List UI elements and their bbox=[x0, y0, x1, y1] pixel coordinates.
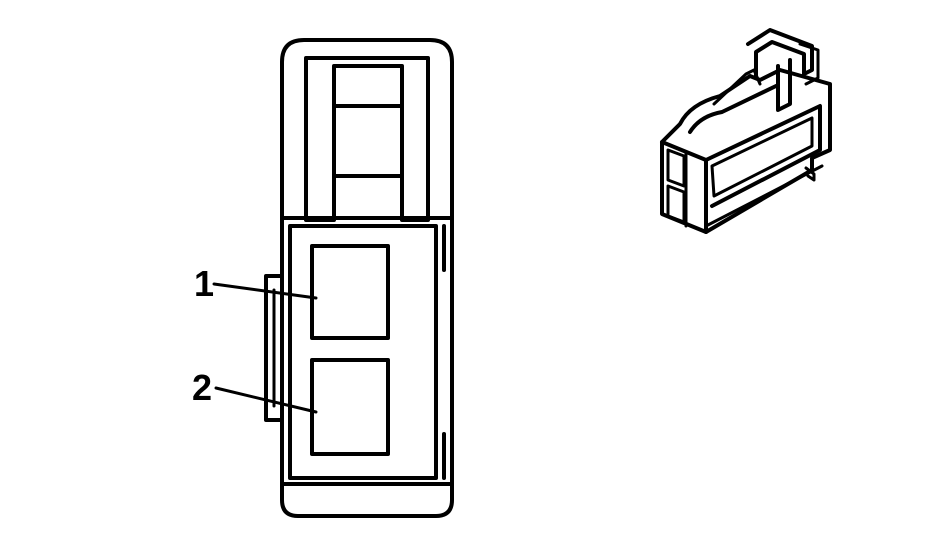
callout-2-leader bbox=[214, 386, 318, 414]
cavity-frame bbox=[288, 224, 438, 480]
iso-bottom-foot bbox=[804, 166, 816, 182]
callout-1-label: 1 bbox=[194, 263, 214, 304]
iso-latch-post bbox=[776, 58, 792, 112]
connector-outer-body bbox=[280, 38, 454, 518]
callout-2-label: 2 bbox=[192, 367, 212, 408]
iso-latch-tab bbox=[798, 42, 820, 86]
callout-1-leader bbox=[212, 282, 318, 300]
latch-frame bbox=[304, 56, 430, 222]
left-side-tab bbox=[264, 274, 284, 422]
iso-side-panel bbox=[704, 104, 822, 208]
iso-bottom-edge bbox=[704, 164, 824, 228]
iso-front-cavity-2 bbox=[666, 184, 686, 224]
terminal-cavity-1 bbox=[310, 244, 390, 340]
connector-isometric-view bbox=[660, 28, 832, 234]
iso-side-panel-inner bbox=[710, 116, 814, 198]
iso-front-cavity-1 bbox=[666, 148, 686, 188]
connector-end-view bbox=[264, 38, 454, 518]
terminal-cavity-2 bbox=[310, 358, 390, 456]
iso-latch-loop bbox=[746, 28, 814, 78]
latch-window bbox=[332, 64, 404, 178]
iso-latch-arm bbox=[688, 84, 778, 134]
callouts: 1 2 bbox=[192, 263, 318, 414]
